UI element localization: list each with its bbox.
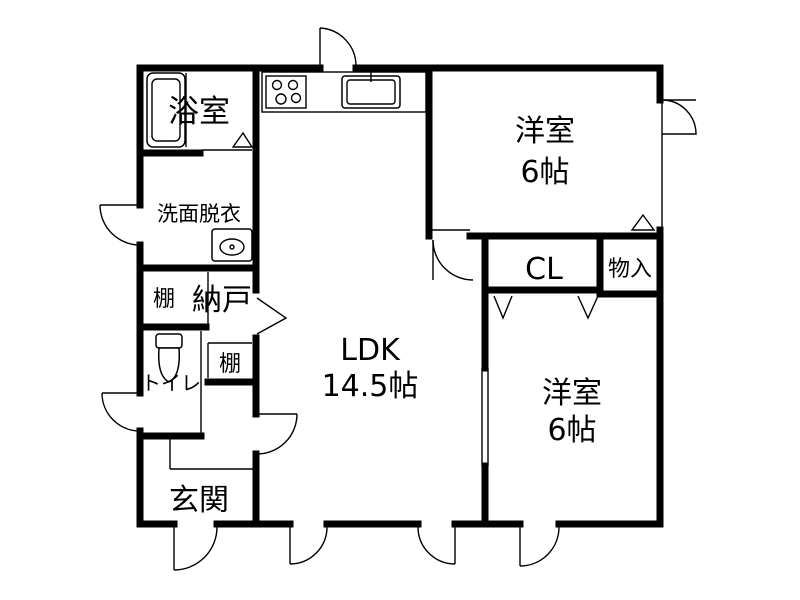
washbasin-icon bbox=[211, 228, 253, 262]
room-label-shelf-2: 棚 bbox=[219, 352, 241, 377]
room-label-western-1: 洋室 bbox=[515, 114, 575, 149]
room-size-western-2: 6帖 bbox=[547, 413, 596, 448]
room-label-closet-small: 物入 bbox=[608, 257, 652, 282]
room-label-bath: 浴室 bbox=[168, 94, 230, 130]
room-label-entrance: 玄関 bbox=[169, 483, 229, 518]
cooktop-icon bbox=[265, 75, 307, 109]
room-size-ldk: 14.5帖 bbox=[322, 369, 419, 404]
toilet-icon bbox=[155, 333, 183, 383]
room-label-washroom: 洗面脱衣 bbox=[157, 202, 241, 226]
bathtub-icon bbox=[146, 72, 186, 148]
door-swing-icon bbox=[99, 27, 697, 571]
room-label-toilet: トイレ bbox=[141, 371, 201, 395]
room-label-ldk: LDK bbox=[340, 333, 401, 368]
room-label-storage: 納戸 bbox=[192, 283, 252, 318]
sink-icon bbox=[341, 72, 401, 109]
room-size-western-1: 6帖 bbox=[520, 155, 569, 190]
room-label-closet: CL bbox=[525, 252, 563, 287]
walls bbox=[136, 64, 664, 528]
room-label-western-2: 洋室 bbox=[542, 376, 602, 411]
room-label-shelf: 棚 bbox=[153, 287, 175, 312]
